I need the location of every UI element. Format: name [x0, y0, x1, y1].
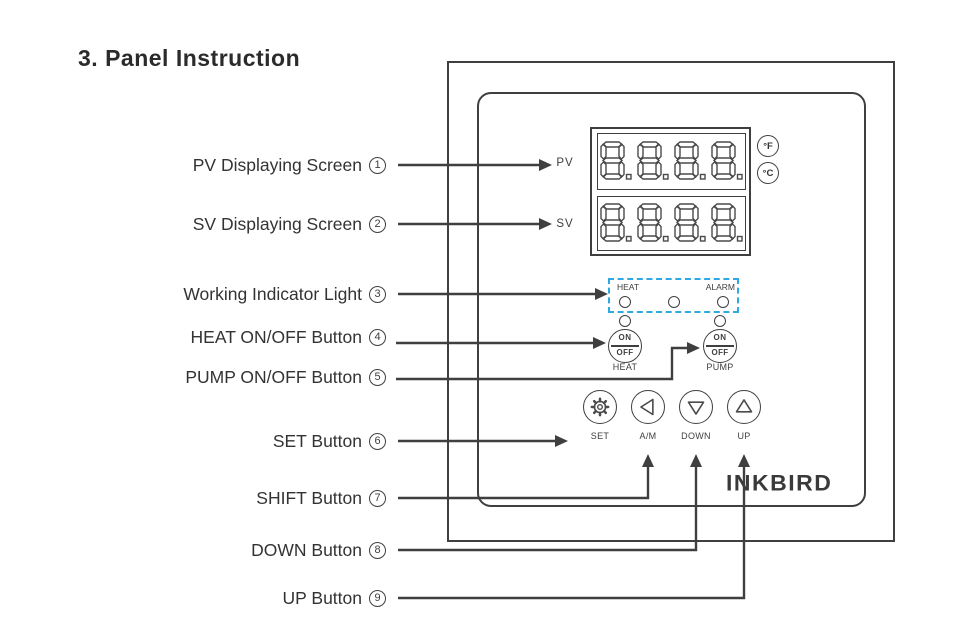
sv-seven-segment-digits [600, 203, 743, 242]
heat-switch-caption: HEAT [612, 362, 638, 372]
callout-label: SET Button [272, 430, 362, 451]
celsius-indicator: °C [757, 162, 779, 184]
callout-down-button: DOWN Button 8 [0, 537, 386, 563]
pump-on-off-button: ON OFF [703, 329, 737, 363]
pump-switch-caption: PUMP [706, 362, 734, 372]
callout-label: PV Displaying Screen [192, 154, 362, 175]
callout-label: Working Indicator Light [183, 283, 362, 304]
gear-icon [590, 397, 610, 417]
callout-up-button: UP Button 9 [0, 585, 386, 611]
pv-seven-segment-digits [600, 141, 743, 180]
callout-label: UP Button [282, 587, 362, 608]
alarm-indicator-light [717, 296, 729, 308]
circled-number: 2 [369, 215, 386, 233]
on-label: ON [618, 333, 632, 342]
heat-indicator-light [619, 296, 631, 308]
middle-indicator-light [668, 296, 680, 308]
set-button [583, 390, 617, 424]
circled-number: 8 [369, 541, 386, 559]
circled-number: 5 [369, 368, 386, 386]
callout-heat-button: HEAT ON/OFF Button 4 [0, 324, 386, 350]
page-title: 3. Panel Instruction [78, 45, 301, 71]
circled-number: 4 [369, 328, 386, 346]
pv-row-label: PV [556, 157, 574, 169]
down-button [679, 390, 713, 424]
sv-row-label: SV [556, 218, 574, 230]
triangle-up-icon [735, 399, 753, 413]
switch-divider [706, 345, 734, 347]
callout-shift-button: SHIFT Button 7 [0, 485, 386, 511]
circled-number: 9 [369, 589, 386, 607]
up-button [727, 390, 761, 424]
circled-number: 1 [369, 156, 386, 174]
circled-number: 7 [369, 489, 386, 507]
set-key-caption: SET [590, 431, 610, 441]
off-label: OFF [616, 348, 634, 357]
callout-pump-button: PUMP ON/OFF Button 5 [0, 364, 386, 390]
heat-on-off-button: ON OFF [608, 329, 642, 363]
callout-pv-screen: PV Displaying Screen 1 [0, 152, 386, 178]
pv-display-screen [597, 133, 746, 190]
sv-display-screen [597, 196, 746, 251]
up-key-caption: UP [737, 431, 751, 441]
circled-number: 6 [369, 432, 386, 450]
heat-switch-light [619, 315, 631, 327]
pump-switch-light [714, 315, 726, 327]
triangle-left-icon [640, 398, 654, 416]
alarm-indicator-label: ALARM [705, 282, 735, 292]
callout-label: SHIFT Button [256, 487, 362, 508]
fahrenheit-indicator: °F [757, 135, 779, 157]
triangle-down-icon [687, 401, 705, 415]
shift-am-button [631, 390, 665, 424]
callout-set-button: SET Button 6 [0, 428, 386, 454]
callout-indicator-light: Working Indicator Light 3 [0, 281, 386, 307]
callout-label: HEAT ON/OFF Button [190, 326, 362, 347]
callout-label: PUMP ON/OFF Button [185, 366, 362, 387]
on-label: ON [713, 333, 727, 342]
am-key-caption: A/M [639, 431, 657, 441]
off-label: OFF [711, 348, 729, 357]
working-indicator-panel: HEAT ALARM [608, 278, 739, 313]
callout-label: SV Displaying Screen [192, 213, 362, 234]
circled-number: 3 [369, 285, 386, 303]
inkbird-logo: INKBIRD [726, 470, 833, 496]
heat-indicator-label: HEAT [617, 282, 640, 292]
callout-sv-screen: SV Displaying Screen 2 [0, 211, 386, 237]
callout-label: DOWN Button [251, 539, 362, 560]
switch-divider [611, 345, 639, 347]
down-key-caption: DOWN [681, 431, 711, 441]
